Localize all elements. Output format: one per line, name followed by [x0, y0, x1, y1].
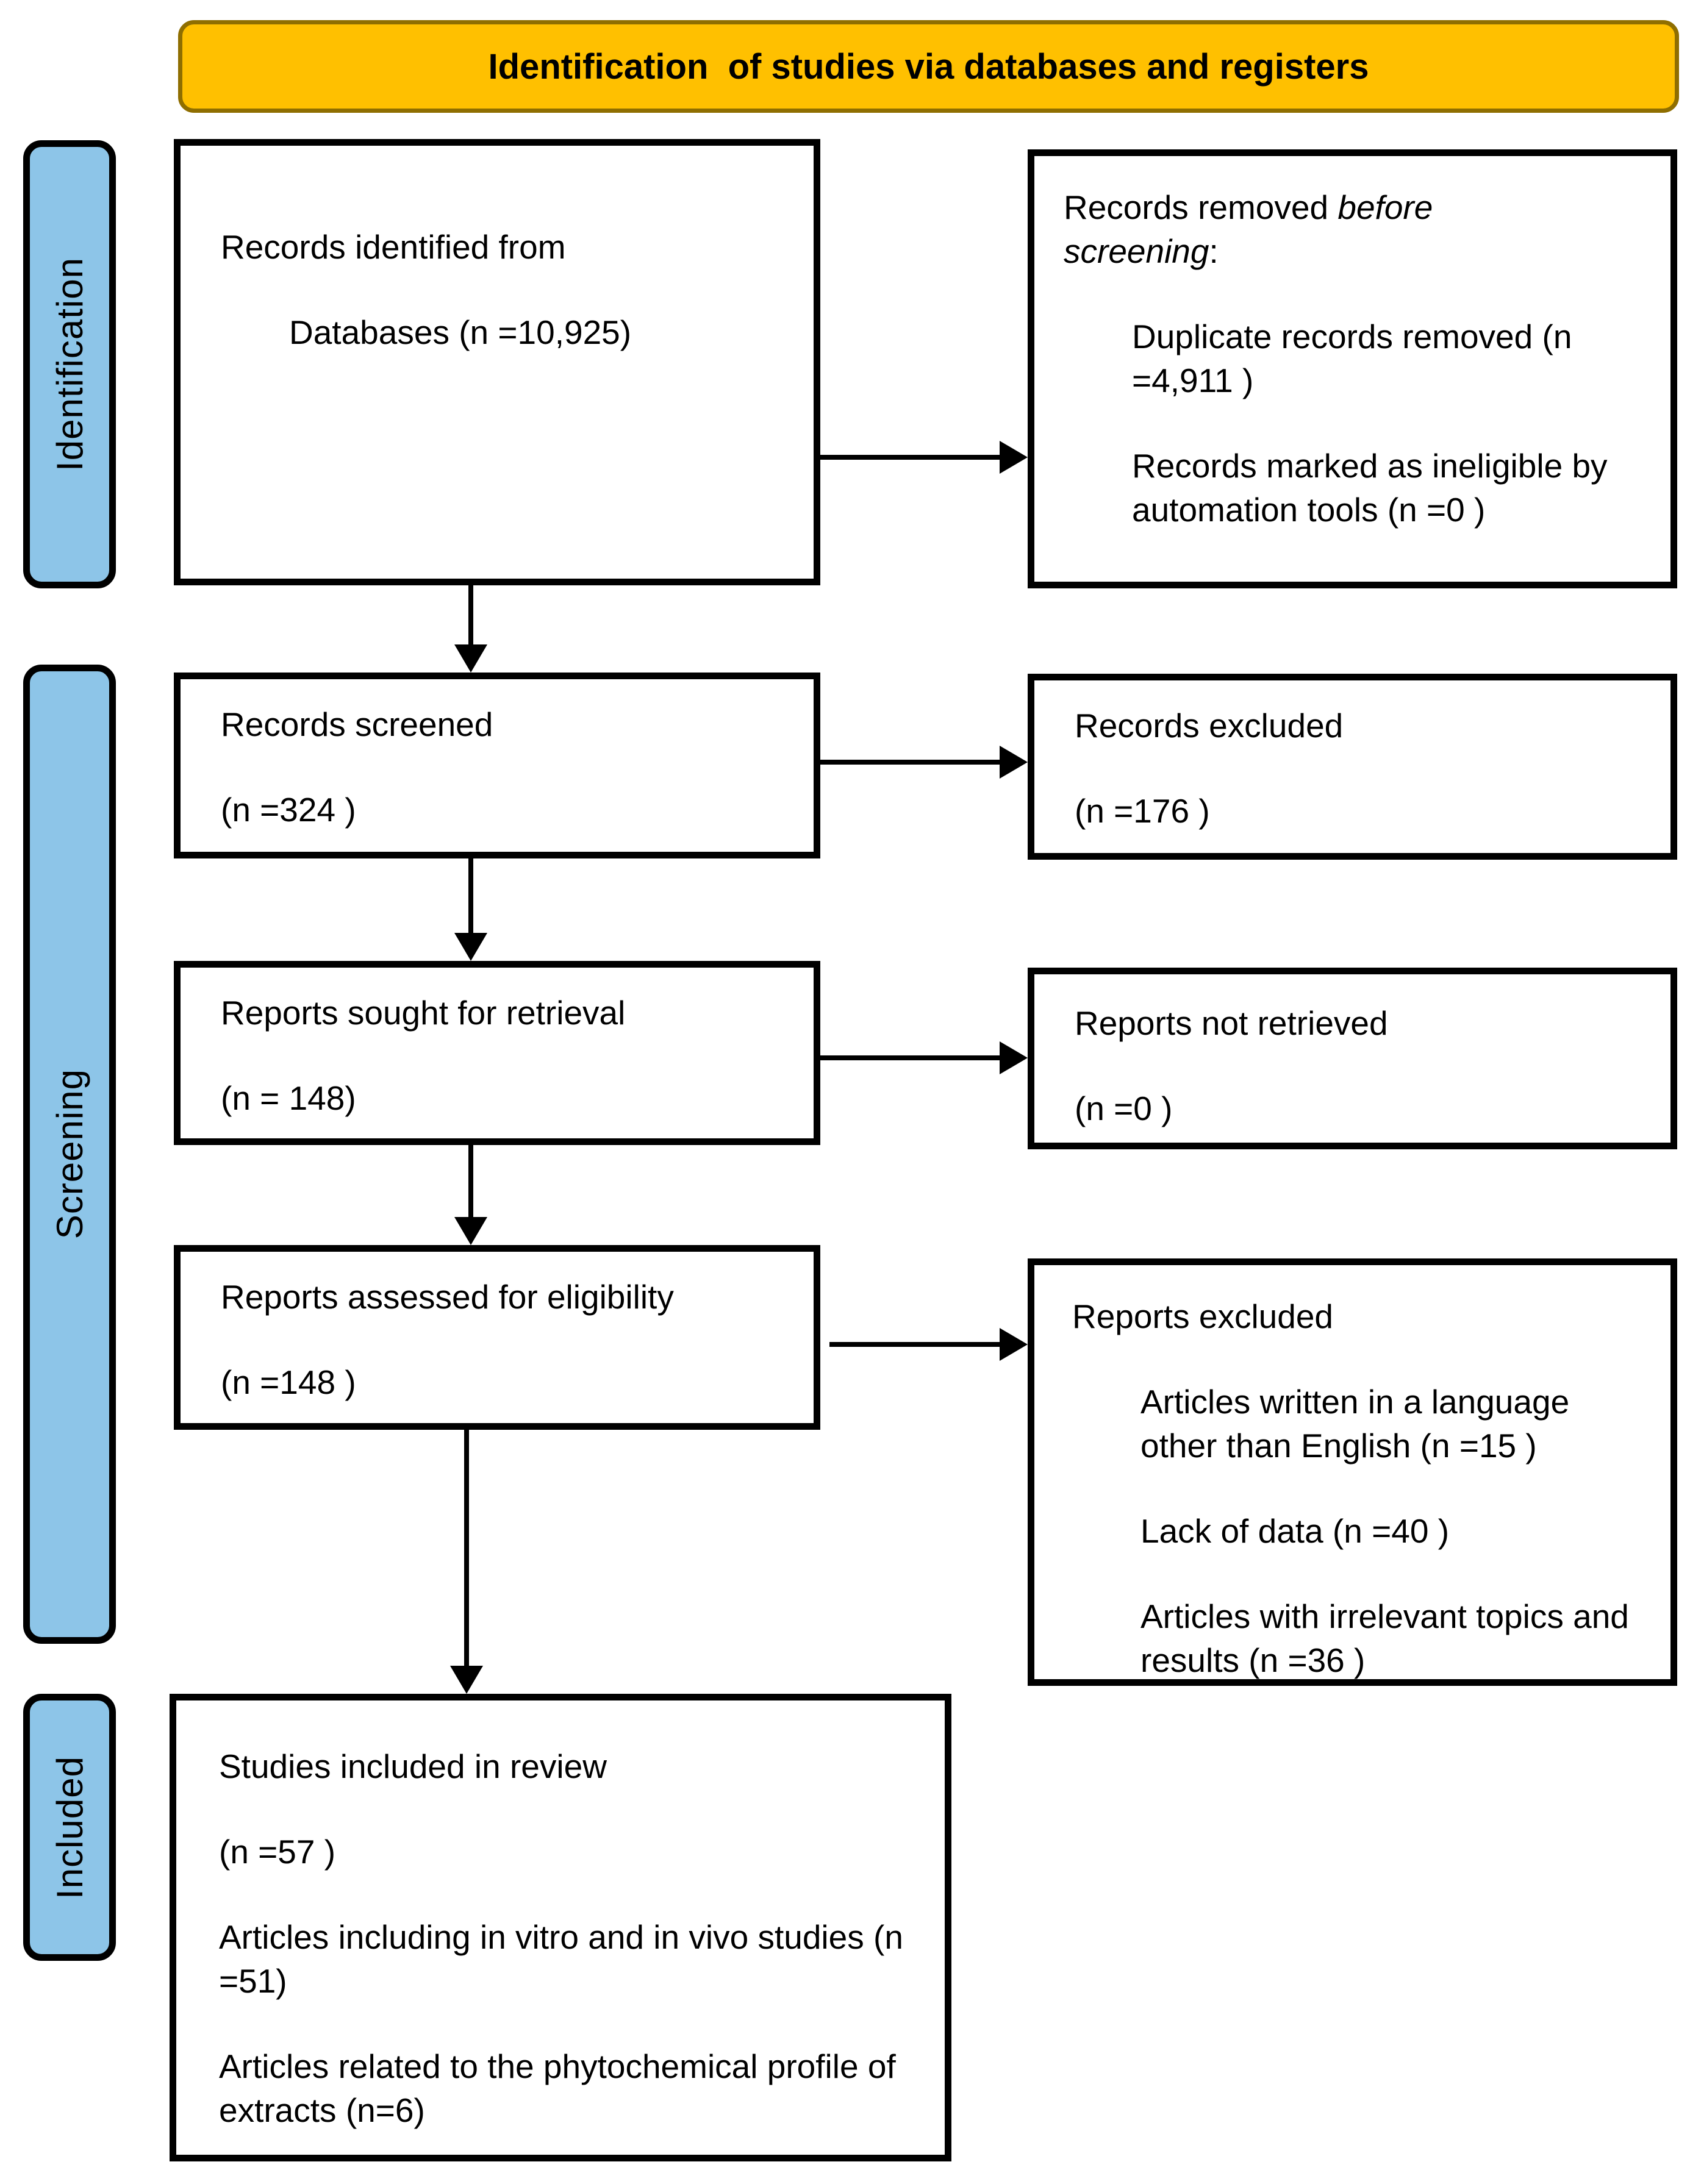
- reports-excluded-item2: Lack of data (n =40 ): [1140, 1512, 1450, 1550]
- records-removed-intro: Records removed before screening:: [1064, 188, 1433, 270]
- stage-screening-label: Screening: [49, 1069, 90, 1240]
- reports-excluded-item3: Articles with irrelevant topics and resu…: [1140, 1597, 1629, 1679]
- studies-included-line3: Articles including in vitro and in vivo …: [219, 1918, 903, 2000]
- box-records-excluded: Records excluded (n =176 ): [1028, 674, 1677, 860]
- box-reports-assessed: Reports assessed for eligibility (n =148…: [174, 1245, 820, 1430]
- title-banner: Identification of studies via databases …: [178, 20, 1679, 113]
- reports-not-retrieved-line1: Reports not retrieved: [1075, 1004, 1388, 1042]
- stage-included-label: Included: [49, 1755, 90, 1899]
- box-records-screened: Records screened (n =324 ): [174, 673, 820, 858]
- studies-included-line1: Studies included in review: [219, 1747, 607, 1785]
- reports-not-retrieved-line2: (n =0 ): [1075, 1090, 1173, 1127]
- records-excluded-line2: (n =176 ): [1075, 792, 1210, 830]
- reports-sought-line1: Reports sought for retrieval: [221, 994, 626, 1032]
- reports-assessed-line1: Reports assessed for eligibility: [221, 1278, 674, 1316]
- reports-sought-line2: (n = 148): [221, 1079, 356, 1117]
- records-excluded-line1: Records excluded: [1075, 707, 1344, 744]
- records-removed-item2: Records marked as ineligible by automati…: [1132, 447, 1608, 529]
- reports-excluded-item1: Articles written in a language other tha…: [1140, 1383, 1570, 1465]
- records-identified-line2: Databases (n =10,925): [289, 313, 632, 351]
- stage-included: Included: [23, 1694, 116, 1961]
- box-reports-excluded: Reports excluded Articles written in a l…: [1028, 1258, 1677, 1686]
- records-screened-line2: (n =324 ): [221, 791, 356, 829]
- studies-included-line4: Articles related to the phytochemical pr…: [219, 2047, 896, 2129]
- records-removed-intro-italic: before screening: [1064, 188, 1433, 270]
- studies-included-line2: (n =57 ): [219, 1833, 336, 1871]
- stage-identification-label: Identification: [49, 257, 90, 471]
- box-records-identified: Records identified from Databases (n =10…: [174, 139, 820, 585]
- box-records-removed: Records removed before screening: Duplic…: [1028, 149, 1677, 588]
- reports-excluded-title: Reports excluded: [1072, 1297, 1334, 1335]
- title-banner-label: Identification of studies via databases …: [488, 46, 1369, 87]
- records-removed-item1: Duplicate records removed (n =4,911 ): [1132, 318, 1572, 399]
- records-screened-line1: Records screened: [221, 705, 493, 743]
- records-identified-line1: Records identified from: [221, 228, 566, 266]
- stage-screening: Screening: [23, 665, 116, 1644]
- box-reports-sought: Reports sought for retrieval (n = 148): [174, 961, 820, 1145]
- box-reports-not-retrieved: Reports not retrieved (n =0 ): [1028, 968, 1677, 1149]
- box-studies-included: Studies included in review (n =57 ) Arti…: [170, 1694, 951, 2161]
- stage-identification: Identification: [23, 140, 116, 588]
- reports-assessed-line2: (n =148 ): [221, 1363, 356, 1401]
